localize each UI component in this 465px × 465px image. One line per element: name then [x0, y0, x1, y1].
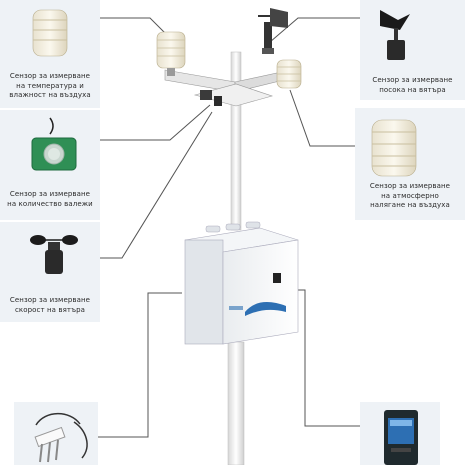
connector-display [290, 289, 360, 427]
connector-soil [98, 292, 182, 438]
control-box [184, 221, 299, 345]
connector-pressure [289, 89, 355, 147]
label-temp-humidity: Сензор за измерване на температура и вла… [9, 72, 91, 99]
label-wind-direction: Сензор за измерване посока на вятъра [372, 76, 453, 94]
connector-rain [100, 104, 211, 141]
connector-wind-speed [100, 111, 213, 259]
icon-display-unit [384, 410, 418, 465]
icon-anemometer [30, 235, 78, 274]
mast-pole-upper [230, 51, 242, 231]
mast-wind-vane [258, 8, 288, 54]
icon-temp-humidity-shield [32, 9, 68, 57]
label-wind-speed: Сензор за измерване скорост на вятъра [9, 296, 91, 314]
label-air-pressure: Сензор за измерване на атмосферно наляга… [369, 182, 451, 209]
connector-wind-dir [269, 17, 360, 43]
crossbar-front [193, 83, 274, 107]
mast-shield-right [276, 59, 302, 89]
icon-pressure-shield [371, 119, 417, 177]
mast-shield-left [156, 31, 186, 76]
card-wind-direction [360, 0, 465, 100]
icon-wind-vane [380, 10, 410, 60]
label-rainfall: Сензор за измерване на количество валежи [7, 190, 93, 208]
icon-rain-sensor [31, 117, 77, 171]
mast-pole-lower [227, 341, 245, 465]
mast-wind-cups [214, 96, 222, 106]
icon-soil-probe [34, 412, 88, 463]
mast-rain-sensor [200, 90, 212, 100]
